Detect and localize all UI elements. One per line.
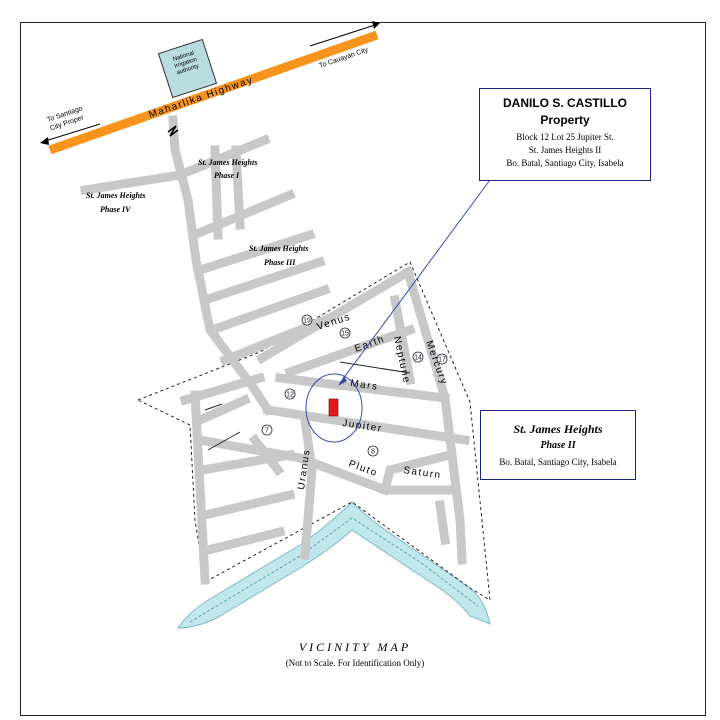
block-8: 8 xyxy=(367,445,379,457)
property-lot: Block 12 Lot 25 Jupiter St. xyxy=(516,132,614,142)
block-17: 17 xyxy=(436,353,448,365)
street-saturn: Saturn xyxy=(403,465,443,481)
map-title: VICINITY MAP xyxy=(298,640,412,654)
street-jupiter: Jupiter xyxy=(342,418,384,435)
svg-text:Phase III: Phase III xyxy=(264,258,296,267)
road-network xyxy=(79,115,471,585)
svg-text:19: 19 xyxy=(303,318,311,325)
svg-text:Phase I: Phase I xyxy=(214,171,240,180)
svg-text:St. James Heights: St. James Heights xyxy=(198,158,257,167)
block-7: 7 xyxy=(261,424,273,436)
property-heading: Property xyxy=(540,113,590,127)
property-lot-marker xyxy=(328,398,339,417)
subdivision-name: St. James Heights xyxy=(513,422,603,436)
svg-text:15: 15 xyxy=(341,331,349,338)
svg-text:8: 8 xyxy=(371,449,375,456)
subdivision-info-box: St. James Heights Phase II Bo. Batal, Sa… xyxy=(480,410,636,480)
owner-name: DANILO S. CASTILLO xyxy=(503,96,627,110)
property-location: Bo. Batal, Santiago City, Isabela xyxy=(506,158,624,168)
svg-text:To Santiago City Proper: To Santiago City Proper xyxy=(46,105,88,133)
subdivision-boundary xyxy=(136,261,491,601)
svg-text:St. James Heights: St. James Heights xyxy=(249,244,308,253)
svg-text:14: 14 xyxy=(414,355,422,362)
subdivision-phase: Phase II xyxy=(540,440,576,451)
map-subtitle: (Not to Scale. For Identification Only) xyxy=(285,658,425,668)
map-frame xyxy=(20,22,706,716)
phase-3-label: St. James Heights Phase III xyxy=(249,244,308,267)
property-subdivision: St. James Heights II xyxy=(528,145,602,155)
svg-text:7: 7 xyxy=(265,428,269,435)
subdivision-location: Bo. Batal, Santiago City, Isabela xyxy=(499,457,617,467)
property-info-box: DANILO S. CASTILLO Property Block 12 Lot… xyxy=(479,88,651,181)
phase-4-label: St. James Heights Phase IV xyxy=(86,191,145,214)
block-15: 15 xyxy=(339,327,351,339)
block-19: 19 xyxy=(301,314,313,326)
maharlika-highway: Maharlika Highway xyxy=(48,30,379,155)
svg-text:17: 17 xyxy=(438,357,446,364)
phase-1-label: St. James Heights Phase I xyxy=(198,158,257,180)
block-14: 14 xyxy=(412,351,424,363)
block-12: 12 xyxy=(284,388,296,400)
svg-text:St. James Heights: St. James Heights xyxy=(86,191,145,200)
svg-text:Phase IV: Phase IV xyxy=(100,205,131,214)
svg-text:12: 12 xyxy=(286,392,294,399)
property-pointer xyxy=(339,179,491,384)
street-earth: Earth xyxy=(353,334,386,355)
property-highlight-circle xyxy=(305,373,363,443)
